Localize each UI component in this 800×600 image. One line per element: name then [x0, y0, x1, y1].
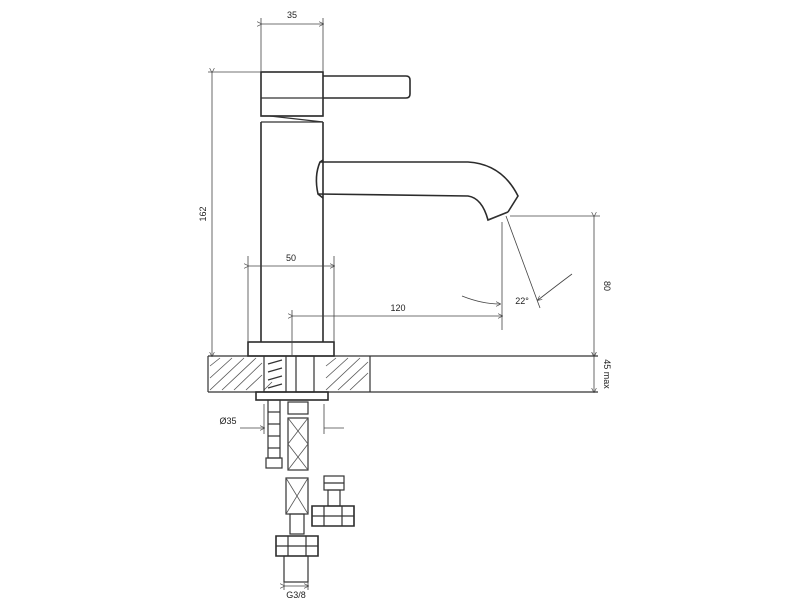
dim-spout-reach: 120 [292, 222, 502, 356]
dim-connection-thread-label: G3/8 [286, 590, 306, 600]
faucet-body [247, 71, 519, 357]
dim-connection-thread: G3/8 [284, 582, 308, 600]
dim-overall-height: 162 [198, 72, 261, 356]
dim-spout-reach-label: 120 [390, 303, 405, 313]
dim-spout-height-label: 80 [602, 281, 612, 291]
dim-overall-height-label: 162 [198, 206, 208, 221]
countertop-section [207, 355, 598, 393]
dim-handle-width: 35 [261, 10, 323, 72]
dim-spray-angle-label: 22° [515, 296, 529, 306]
dim-spray-angle: 22° [461, 215, 573, 309]
dim-handle-width-label: 35 [287, 10, 297, 20]
countertop-hatching [209, 357, 369, 391]
under-counter-fittings [255, 355, 355, 583]
dim-deck-thickness-label: 45 max [602, 359, 612, 389]
dim-shank-diameter-label: Ø35 [219, 416, 236, 426]
dim-spout-height: 80 [510, 216, 612, 356]
dim-deck-thickness: 45 max [594, 356, 612, 392]
dim-base-width: 50 [248, 253, 334, 342]
dim-shank-diameter: Ø35 [219, 404, 344, 434]
dim-base-width-label: 50 [286, 253, 296, 263]
